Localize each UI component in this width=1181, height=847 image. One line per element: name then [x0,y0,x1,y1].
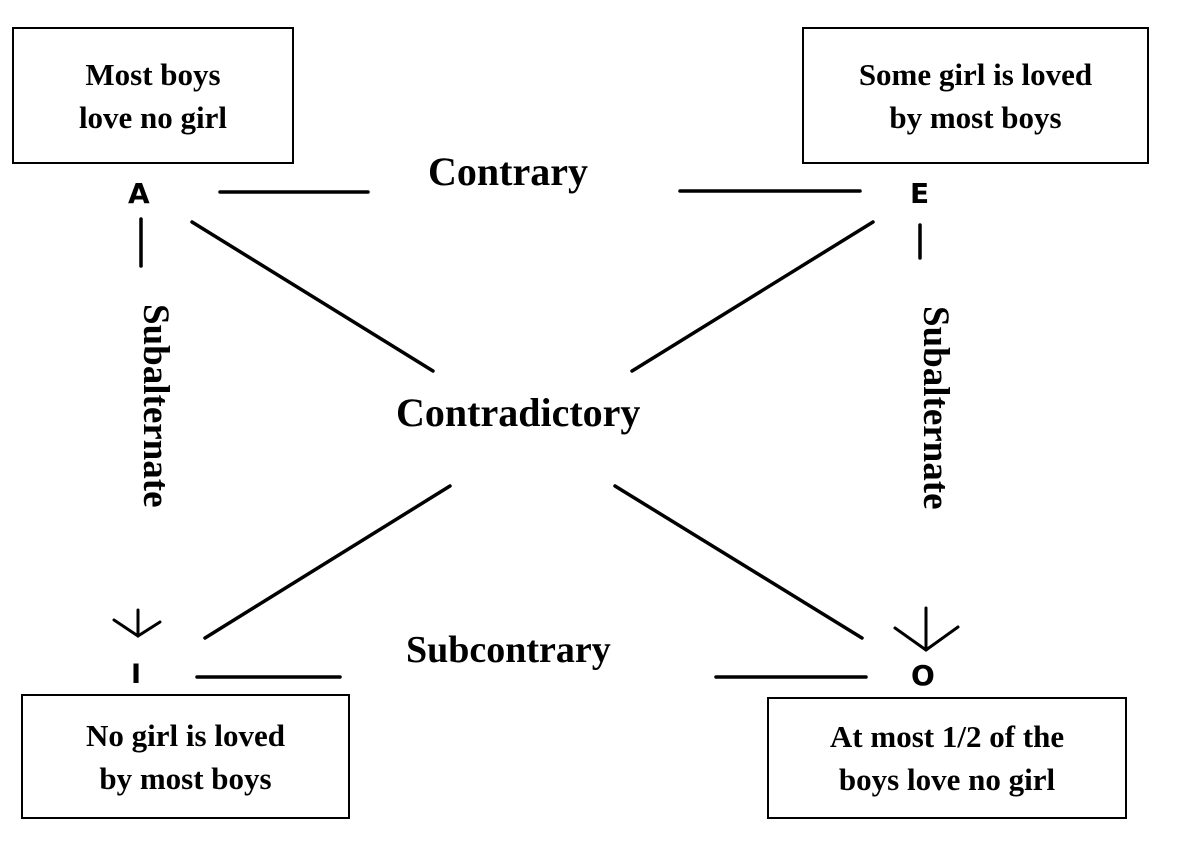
proposition-e-line-1: Some girl is loved [858,56,1093,92]
proposition-i-line-2: by most boys [99,760,272,796]
arrow-down-icon-left [112,608,162,638]
corner-label-e: E [910,177,930,210]
contradictory-line-a-o-upper [190,220,435,373]
proposition-a-line-2: love no girl [78,99,228,135]
arrow-down-icon-right [893,606,960,652]
relation-label-contrary: Contrary [428,149,588,194]
relation-label-subalternate-left: Subalternate [135,304,176,508]
proposition-o-line-2: boys love no girl [838,762,1056,797]
proposition-e-line-2: by most boys [889,99,1062,135]
proposition-i-line-1: No girl is loved [86,717,285,753]
contradictory-line-a-o-lower [613,484,864,640]
proposition-box-o: At most 1/2 of the boys love no girl [767,697,1127,819]
corner-label-i: I [131,659,142,690]
proposition-a-line-1: Most boys [85,56,221,92]
proposition-box-e: Some girl is loved by most boys [802,27,1149,164]
relation-label-subalternate-right: Subalternate [915,306,956,510]
proposition-box-i: No girl is loved by most boys [21,694,350,819]
relation-label-subcontrary: Subcontrary [406,629,611,671]
proposition-box-a: Most boys love no girl [12,27,294,164]
corner-label-o: O [911,659,935,692]
corner-label-a: A [128,177,150,210]
relation-label-contradictory: Contradictory [396,390,641,435]
proposition-o-line-1: At most 1/2 of the [829,719,1065,754]
contradictory-line-e-i-lower [203,484,452,640]
contradictory-line-e-i-upper [630,220,875,373]
